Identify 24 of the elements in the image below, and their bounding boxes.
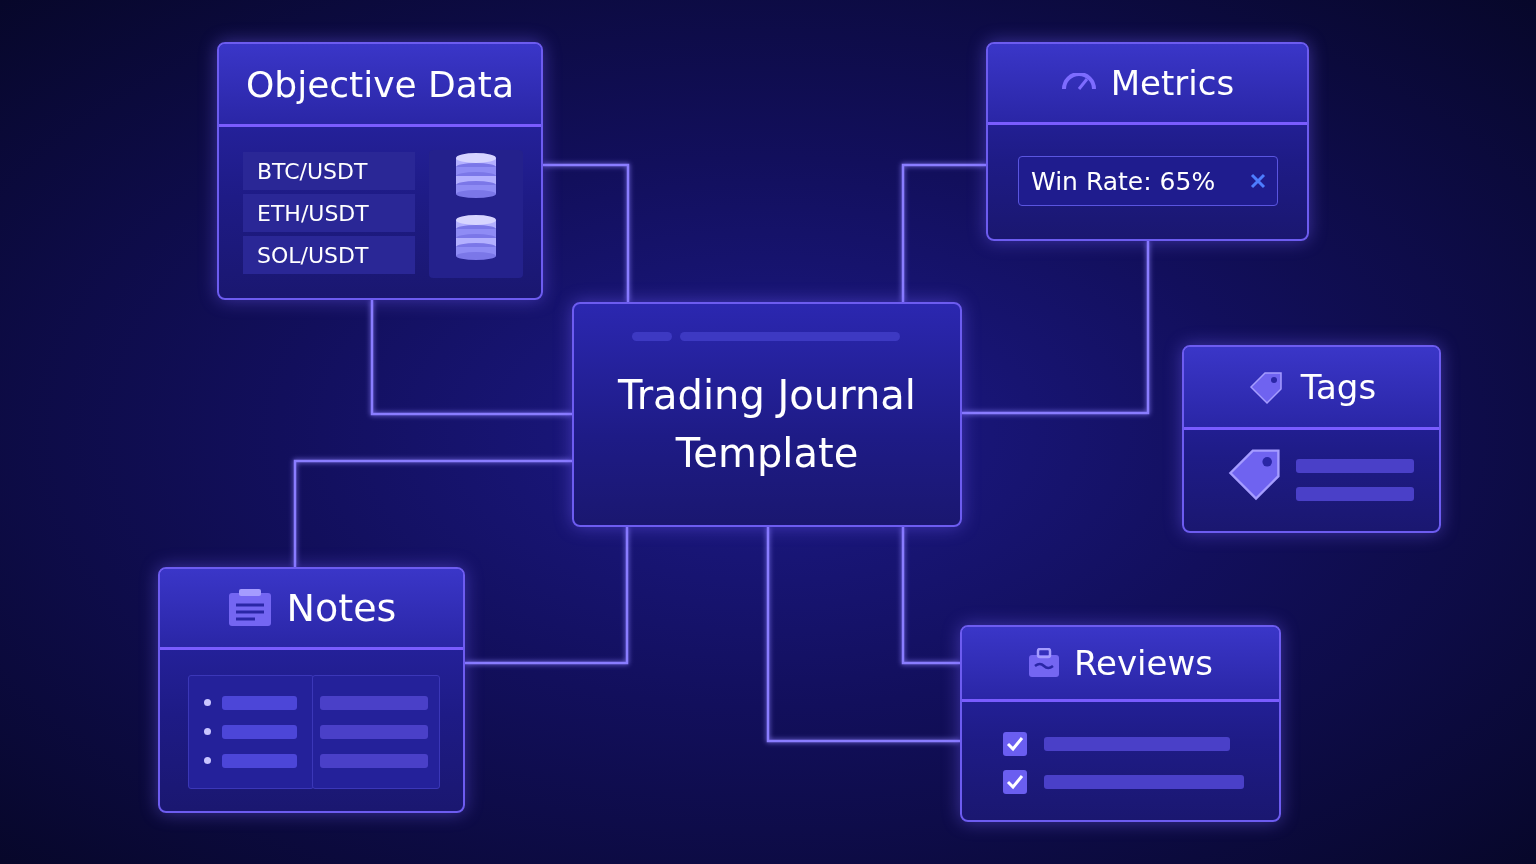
connector-line [465,527,629,665]
connector-line [901,527,960,665]
pair-label: ETH/USDT [243,194,415,232]
reviews-card [960,625,1281,822]
data-card [217,42,543,300]
connector-line [962,241,1150,415]
node-title: Notes [286,586,397,630]
pair-label: BTC/USDT [243,152,415,190]
node-title: Tags [1300,367,1377,407]
node-title: Trading Journal Template [617,371,917,478]
connector-line [370,300,572,416]
connector-line [293,459,572,567]
node-title: Objective Data [245,63,515,105]
metrics-card [986,42,1309,241]
metric-value: Win Rate: 65% [1031,166,1216,196]
tags-card [1182,345,1441,533]
connector-line [543,163,630,302]
notes-card [158,567,465,813]
connector-line [766,527,960,743]
node-title: Metrics [1110,63,1235,103]
central-card [572,302,962,527]
node-title: Reviews [1074,643,1213,683]
pair-label: SOL/USDT [243,236,415,274]
connector-line [901,163,986,302]
